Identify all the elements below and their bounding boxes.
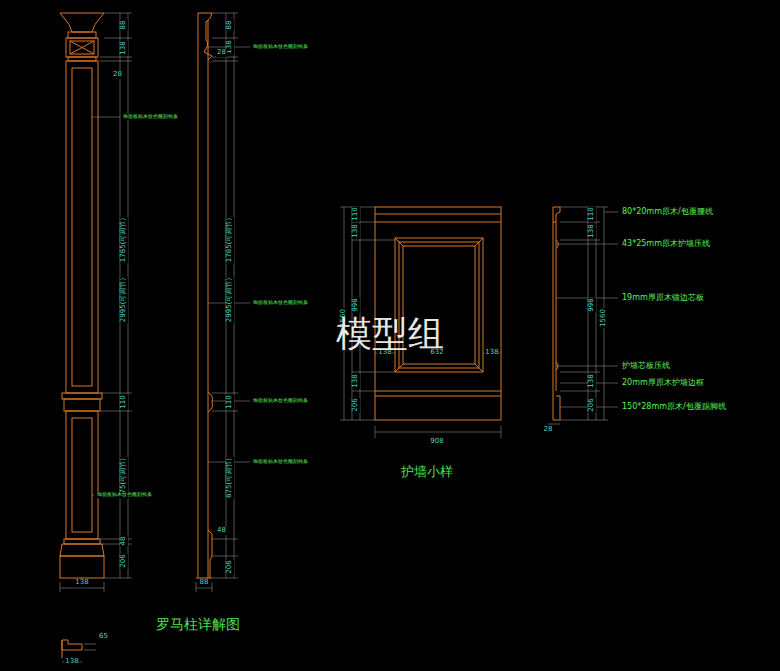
- dimension: 110: [226, 394, 234, 409]
- dimension: 138: [484, 349, 499, 357]
- dimension: 138: [64, 658, 79, 666]
- leader-note: 饰面板贴木纹色雕刻线条: [252, 459, 309, 465]
- dimension: 138: [120, 40, 128, 55]
- dimension: 875(可调节): [226, 457, 234, 499]
- dimension: 65: [98, 633, 109, 641]
- dimension: 88: [199, 579, 210, 587]
- dimension: 1560: [600, 308, 608, 328]
- watermark: 模型组: [335, 314, 445, 354]
- callout-text: 19mm厚原木镶边芯板: [621, 294, 705, 303]
- drawing-title: 护墙小样: [400, 465, 454, 479]
- dimension: 1785(可调节): [120, 217, 128, 263]
- dimension: 48: [216, 527, 227, 535]
- dimension: 28: [216, 49, 227, 57]
- dimension: 2995(可调节): [120, 277, 128, 323]
- dimension: 138: [352, 373, 360, 388]
- dimension: 110: [352, 206, 360, 221]
- dimension: 138: [226, 39, 234, 54]
- dimension: 138: [74, 579, 89, 587]
- dimension: 998: [588, 297, 596, 312]
- dimension: 28: [112, 71, 123, 79]
- callout-text: 80*20mm原木/包覆腰线: [621, 208, 714, 217]
- dimension: 88: [226, 20, 234, 31]
- dimension: 28: [543, 426, 554, 434]
- callout-text: 20mm厚原木护墙边框: [621, 379, 705, 388]
- dimension: 138: [352, 223, 360, 238]
- dimension: 206: [588, 397, 596, 412]
- dimension: 138: [588, 373, 596, 388]
- dimension: 110: [120, 394, 128, 409]
- dimension: 110: [588, 206, 596, 221]
- dimension: 2995(可调节): [226, 277, 234, 323]
- leader-note: 饰面板贴木纹色雕刻线条: [96, 492, 153, 498]
- callout-text: 护墙芯板压线: [621, 362, 671, 371]
- leader-note: 饰面板贴木纹色雕刻线条: [252, 398, 309, 404]
- dimension: 88: [120, 20, 128, 31]
- callout-text: 150*28mm原木/包覆踢脚线: [621, 403, 727, 412]
- drawing-title: 罗马柱详解图: [155, 617, 241, 632]
- dimension: 138: [588, 223, 596, 238]
- leader-note: 饰面板贴木纹色雕刻线条: [252, 44, 309, 50]
- dimension: 1785(可调节): [226, 217, 234, 263]
- dimension: 206: [120, 553, 128, 568]
- dimension: 206: [352, 397, 360, 412]
- callout-text: 43*25mm原木护墙压线: [621, 240, 711, 249]
- dimension: 48: [120, 536, 128, 547]
- leader-note: 饰面板贴木纹色雕刻线条: [122, 114, 179, 120]
- dimension: 206: [226, 559, 234, 574]
- dimension: 908: [429, 438, 444, 446]
- leader-note: 饰面板贴木纹色雕刻线条: [252, 300, 309, 306]
- dimension: 998: [352, 297, 360, 312]
